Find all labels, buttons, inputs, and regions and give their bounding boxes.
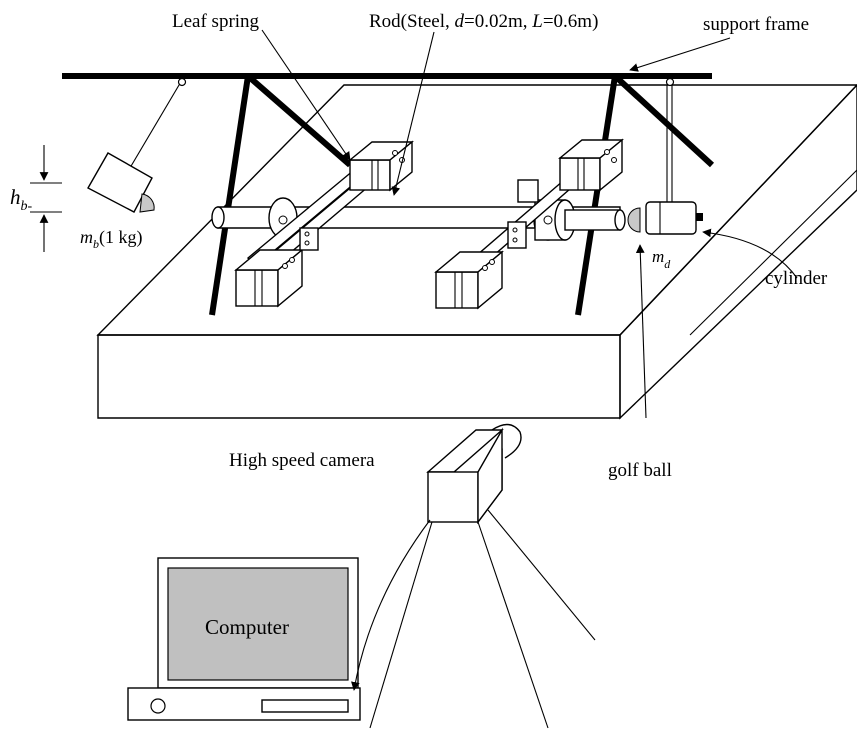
leader-lines — [261, 29, 798, 419]
high-speed-camera — [369, 423, 596, 729]
clamp-right-bottom — [434, 221, 527, 310]
computer-screen — [167, 567, 349, 681]
test-table — [96, 83, 857, 420]
labels: Leaf spring Rod(Steel, d=0.02m, L=0.6m) … — [10, 11, 828, 639]
camera-label: High speed camera — [229, 450, 375, 471]
pendulum — [87, 77, 187, 213]
clamp-left-top — [348, 140, 414, 192]
rod-label: Rod(Steel, d=0.02m, L=0.6m) — [369, 11, 598, 32]
cylinder-hanger — [665, 77, 675, 203]
computer — [127, 519, 431, 721]
clamp-right-top — [558, 138, 624, 192]
table-side — [619, 83, 857, 420]
hb-label: hb- — [10, 185, 33, 214]
rod-assembly — [211, 138, 703, 310]
hb-dimension — [30, 145, 62, 252]
support-frame — [62, 73, 715, 316]
cylinder-label: cylinder — [765, 268, 828, 289]
mb-label: mb(1 kg) — [80, 227, 143, 251]
leaf-spring-label: Leaf spring — [172, 11, 260, 32]
support-frame-label: support frame — [703, 14, 809, 35]
golf-ball-label: golf ball — [608, 460, 672, 481]
table-front — [97, 334, 621, 419]
clamp-left-bottom — [234, 227, 319, 308]
md-label: md — [652, 247, 671, 271]
computer-label: Computer — [205, 615, 289, 639]
